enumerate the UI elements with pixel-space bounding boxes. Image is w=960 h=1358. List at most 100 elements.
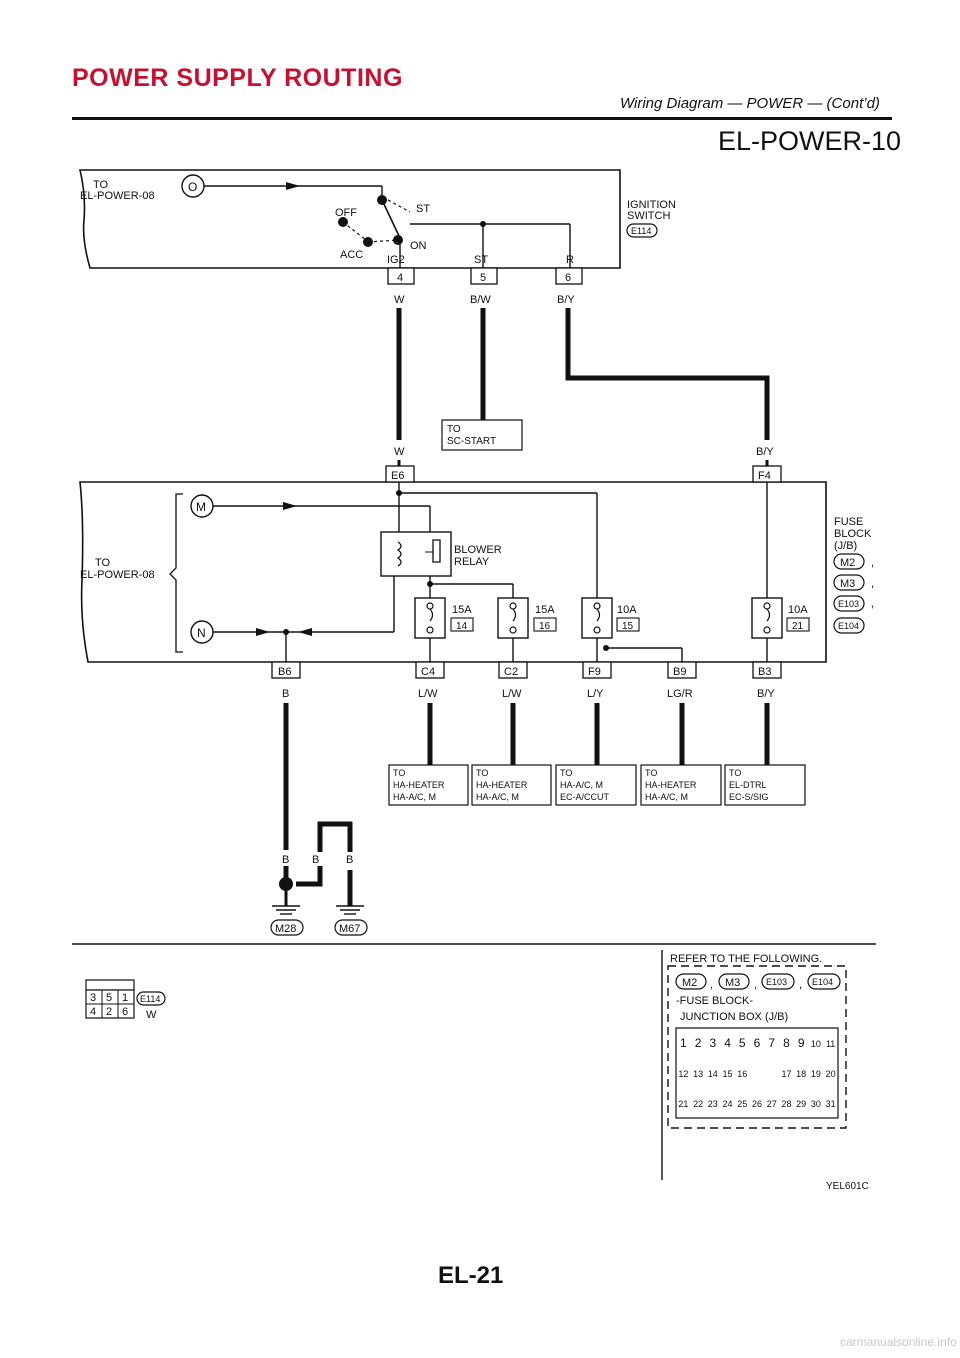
- fuse-16-num-box: [533, 617, 557, 632]
- fuse-21-amp: 10A: [788, 604, 808, 616]
- arrow-right-icon: [283, 502, 297, 510]
- fb-to-label: TO: [95, 557, 111, 569]
- fb-wire-w: W: [394, 446, 405, 458]
- ign-wire-w: W: [394, 294, 405, 306]
- relay-name-2: RELAY: [454, 556, 490, 568]
- figure-code: YEL601C: [826, 1181, 869, 1192]
- refer-e104: E104: [812, 977, 833, 987]
- lower-wires: [283, 703, 770, 906]
- fuse-21-num: 21: [792, 621, 804, 632]
- arrow-right-icon: [286, 182, 300, 190]
- jb-terminal: 24: [723, 1099, 733, 1109]
- fb-comma: ,: [871, 598, 874, 610]
- ign-term-r: R: [566, 254, 574, 266]
- jb-terminal: 29: [796, 1099, 806, 1109]
- fb-to-target: EL-POWER-08: [80, 569, 155, 581]
- arrow-right-icon: [256, 628, 270, 636]
- fb-conn-e103: E103: [838, 599, 859, 609]
- ground-section: B B B M28 M67: [270, 852, 368, 936]
- jb-terminal: 23: [708, 1099, 718, 1109]
- ground-m28-badge: [270, 919, 304, 936]
- ign-pin-o: O: [188, 180, 197, 194]
- fb-name-1: FUSE: [834, 516, 863, 528]
- ign-to-label: TO: [93, 179, 109, 191]
- fb-conn-c2-box: [498, 661, 528, 679]
- fb-name-2: BLOCK: [834, 528, 872, 540]
- fuse-14-amp: 15A: [452, 604, 472, 616]
- refer-comma: ,: [799, 979, 802, 991]
- fb-wire-ly: L/Y: [587, 688, 604, 700]
- fuse-21-num-box: [786, 617, 810, 632]
- ign-pos-st: ST: [416, 203, 430, 215]
- e114-pin-6: 6: [122, 1006, 128, 1018]
- fb-conn-b3-box: [752, 661, 782, 679]
- e114-id: E114: [140, 994, 160, 1004]
- jb-terminal: 12: [678, 1069, 688, 1079]
- ign-pin-box: [470, 267, 498, 285]
- dest-4-l2: HA-HEATER: [645, 780, 697, 790]
- fb-pin-n: N: [197, 626, 206, 640]
- fb-pin-m: M: [196, 500, 206, 514]
- fb-conn-e104: E104: [838, 621, 859, 631]
- dest-2-to: TO: [476, 768, 488, 778]
- fuse-21: [751, 597, 783, 639]
- ign-pin-6: 6: [565, 272, 571, 284]
- dest-4-l3: HA-A/C, M: [645, 792, 688, 802]
- refer-m2: M2: [682, 977, 697, 989]
- fb-wire-by: B/Y: [757, 688, 775, 700]
- jb-terminal: 15: [723, 1069, 733, 1079]
- dest-4-to: TO: [645, 768, 657, 778]
- dest-1-l3: HA-A/C, M: [393, 792, 436, 802]
- ign-pos-on: ON: [410, 240, 427, 252]
- fb-conn-b9-box: [667, 661, 697, 679]
- fb-conn-c2: C2: [504, 666, 518, 678]
- fb-conn-f9: F9: [588, 666, 601, 678]
- ignition-switch: TO EL-POWER-08 O OFF ST ACC ON IG2 ST R …: [78, 169, 676, 306]
- sc-start-box: TO SC-START: [441, 419, 523, 451]
- ground-m67: M67: [339, 923, 360, 935]
- dest-5-to: TO: [729, 768, 741, 778]
- fb-conn-e6: E6: [391, 470, 404, 482]
- fb-conn-b9: B9: [673, 666, 686, 678]
- jb-terminal: 2: [695, 1036, 702, 1050]
- dest-1-l2: HA-HEATER: [393, 780, 445, 790]
- dest-2-l2: HA-HEATER: [476, 780, 528, 790]
- relay-name-1: BLOWER: [454, 544, 502, 556]
- arrow-left-icon: [298, 628, 312, 636]
- ground-wire-b-2: B: [312, 854, 319, 866]
- fb-wire-lw-2: L/W: [502, 688, 522, 700]
- fb-conn-e103-badge: [833, 595, 865, 612]
- fb-wire-lw-1: L/W: [418, 688, 438, 700]
- ign-pin-4: 4: [397, 272, 403, 284]
- jb-terminal: 6: [754, 1036, 761, 1050]
- fb-wire-by: B/Y: [756, 446, 774, 458]
- ign-pin-box: [387, 267, 415, 285]
- fb-conn-m3-badge: [833, 574, 865, 591]
- fb-conn-e104-badge: [833, 617, 865, 634]
- e114-color: W: [146, 1009, 157, 1021]
- fuse-block: E6 F4 TO EL-POWER-08 M N BLOWER RELAY: [79, 465, 874, 700]
- ground-m28-icon: [272, 905, 300, 915]
- fb-comma: ,: [871, 578, 874, 590]
- jb-terminal: 4: [724, 1036, 731, 1050]
- ground-splice-dot: [279, 877, 293, 891]
- refer-m3: M3: [725, 977, 740, 989]
- fb-conn-f4: F4: [758, 470, 771, 482]
- fb-conn-c4: C4: [421, 666, 435, 678]
- dest-3-l2: HA-A/C, M: [560, 780, 603, 790]
- fb-wire-lgr: LG/R: [667, 688, 693, 700]
- refer-junction-box: JUNCTION BOX (J/B): [680, 1011, 788, 1023]
- refer-comma: ,: [754, 979, 757, 991]
- ign-to-target: EL-POWER-08: [80, 190, 155, 202]
- diagram-id: EL-POWER-10: [718, 126, 902, 156]
- fb-name-3: (J/B): [834, 540, 857, 552]
- ign-connector: E114: [631, 226, 651, 236]
- ign-connector-badge: [626, 223, 658, 238]
- jb-terminal: 25: [737, 1099, 747, 1109]
- jb-terminal: 5: [739, 1036, 746, 1050]
- jb-terminal: 30: [811, 1099, 821, 1109]
- fuse-16: [497, 597, 529, 639]
- ign-name-2: SWITCH: [627, 210, 670, 222]
- jb-terminal: 28: [781, 1099, 791, 1109]
